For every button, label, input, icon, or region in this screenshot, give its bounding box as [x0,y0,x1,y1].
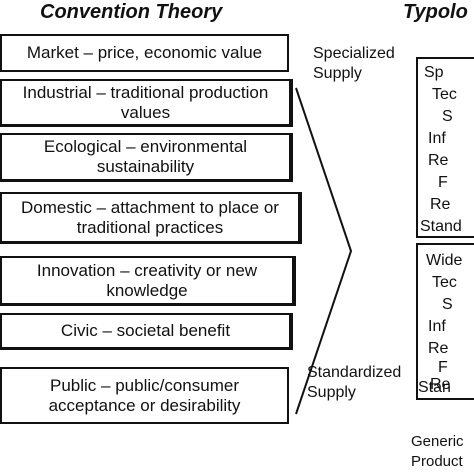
top-item-5: Re [428,152,449,169]
bottom-item-5: Re [428,340,449,357]
bottom-item-3: S [442,296,453,313]
bottom-item-4: Inf [428,318,446,335]
box-ecological: Ecological – environmental sustainabilit… [0,133,293,182]
bottom-item-7: Re [430,376,451,393]
box-domestic-line1: Domestic – attachment to place or [21,197,279,217]
bottom-item-6: F [438,359,448,376]
box-industrial-line2: values [120,102,171,122]
specialized-supply-label: Specialized Supply [313,45,395,82]
box-public-line1: Public – public/consumer [50,375,239,395]
standardized-supply-label: Standardized Supply [307,364,402,401]
box-industrial: Industrial – traditional production valu… [0,79,293,127]
box-innovation: Innovation – creativity or new knowledge [0,256,296,306]
box-innovation-line1: Innovation – creativity or new [36,260,258,280]
box-public: Public – public/consumer acceptance or d… [0,367,289,424]
bottom-item-1: Wide [426,252,463,269]
convention-theory-title: Convention Theory [40,1,223,23]
box-public-line2: acceptance or desirability [48,395,241,415]
typology-title: Typolo [403,1,468,23]
top-item-1: Sp [424,64,444,81]
top-item-4: Inf [428,130,446,147]
generic-products-label: Generic Product [411,433,464,470]
box-market: Market – price, economic value [0,34,289,72]
top-item-8: Stand [420,218,462,235]
top-item-2: Tec [432,86,457,103]
typology-bottom-box: Wide Tec S Inf Re F Re [416,243,474,400]
top-item-7: Re [430,196,451,213]
box-market-line1: Market – price, economic value [26,43,263,62]
box-industrial-line1: Industrial – traditional production [22,82,269,102]
typology-top-box: Sp Tec S Inf Re F Re Stand [416,57,474,238]
top-item-3: S [442,108,453,125]
box-domestic: Domestic – attachment to place or tradit… [0,192,302,244]
box-ecological-line2: sustainability [96,157,195,176]
box-civic: Civic – societal benefit [0,313,293,350]
bottom-item-2: Tec [432,274,457,291]
box-ecological-line1: Ecological – environmental [43,137,248,156]
top-item-6: F [438,174,448,191]
bottom-item-8: Stan [418,379,451,396]
box-civic-line1: Civic – societal benefit [60,321,231,340]
box-innovation-line2: knowledge [106,280,188,300]
box-domestic-line2: traditional practices [76,217,224,237]
